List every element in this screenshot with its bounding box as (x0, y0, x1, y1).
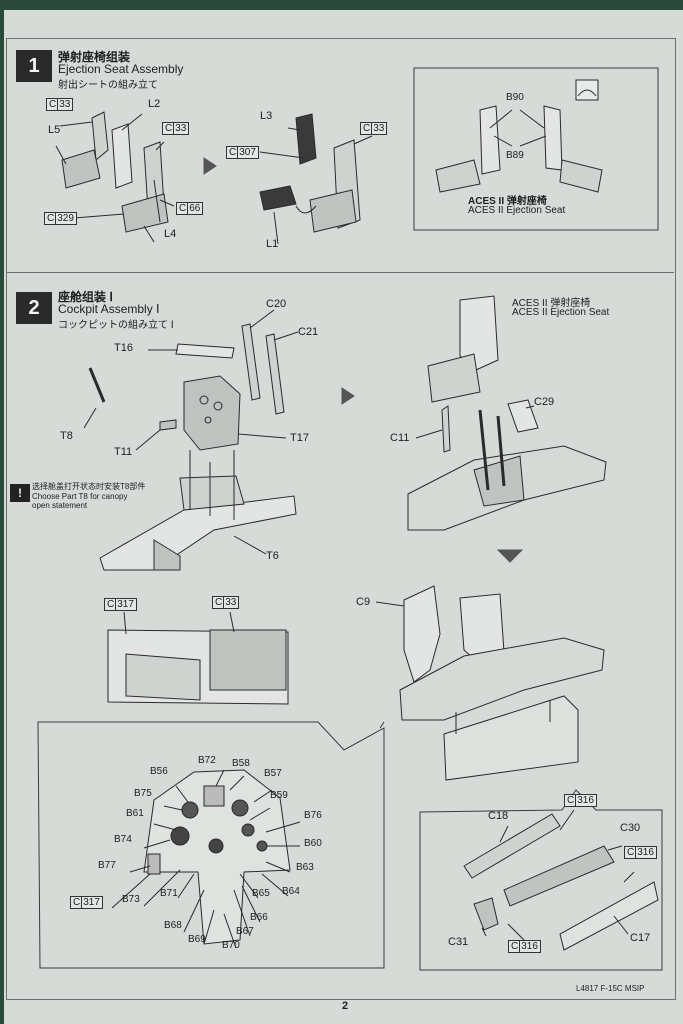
part-t8: T8 (60, 430, 73, 442)
note-icon: ! (10, 484, 30, 502)
part-c29: C29 (534, 396, 555, 408)
part-b73: B73 (122, 894, 140, 905)
part-l1: L1 (266, 238, 279, 250)
part-b90: B90 (506, 92, 524, 103)
part-b76: B76 (304, 810, 322, 821)
part-b70: B70 (222, 940, 240, 951)
part-b60: B60 (304, 838, 322, 849)
seat-caption-2-zh: ACES II 弹射座椅 (512, 298, 591, 309)
footer-code: L4817 F-15C MSIP (576, 984, 645, 993)
part-b71: B71 (160, 888, 178, 899)
part-b65: B65 (252, 888, 270, 899)
part-l2: L2 (148, 98, 161, 110)
seat-caption-en: ACES II Ejection Seat (468, 205, 566, 216)
step-2-title-en: Cockpit Assembly Ⅰ (58, 302, 160, 316)
note-en-2: open statement (32, 501, 88, 510)
part-b72: B72 (198, 755, 216, 766)
part-c18: C18 (488, 810, 509, 822)
step-1-title-jp: 射出シートの組み立て (58, 80, 158, 91)
note-en-1: Choose Part T8 for canopy (32, 492, 128, 501)
part-b61: B61 (126, 808, 144, 819)
part-b63: B63 (296, 862, 314, 873)
step-1-title-zh: 弹射座椅组装 (58, 50, 131, 64)
part-c11: C11 (390, 432, 410, 444)
part-t17: T17 (290, 432, 309, 444)
part-l5: L5 (48, 124, 61, 136)
seat-caption-zh: ACES II 弹射座椅 (468, 196, 547, 207)
part-l4: L4 (164, 228, 177, 240)
part-b67: B67 (236, 926, 254, 937)
step-1-drawing (55, 67, 659, 245)
part-b66: B66 (250, 912, 268, 923)
part-b89: B89 (506, 150, 524, 161)
step-divider (6, 272, 674, 273)
part-b69: B69 (188, 934, 206, 945)
seat-caption-2-en: ACES II Ejection Seat (512, 307, 610, 318)
part-t6: T6 (266, 550, 279, 562)
step-1-title-en: Ejection Seat Assembly (58, 62, 184, 76)
part-b68: B68 (164, 920, 182, 931)
part-b75: B75 (134, 788, 152, 799)
step-2-drawing (37, 295, 663, 971)
step-1-number: 1 (16, 50, 52, 82)
step-2-number: 2 (16, 292, 52, 324)
part-c30: C30 (620, 822, 641, 834)
part-c9: C9 (356, 596, 371, 608)
part-l3: L3 (260, 110, 273, 122)
part-c20: C20 (266, 298, 287, 310)
instruction-sheet: 1 弹射座椅组装 Ejection Seat Assembly 射出シートの組み… (4, 10, 683, 1024)
part-c17: C17 (630, 932, 651, 944)
step-2-title-jp: コックピットの組み立て Ⅰ (58, 320, 174, 331)
part-b56: B56 (150, 766, 168, 777)
part-t16: T16 (114, 342, 133, 354)
part-t11: T11 (114, 446, 133, 458)
part-b58: B58 (232, 758, 250, 769)
part-b64: B64 (282, 886, 300, 897)
page-frame (6, 38, 676, 1000)
step-2-title-zh: 座舱组装 Ⅰ (58, 290, 113, 304)
part-b74: B74 (114, 834, 132, 845)
note-zh: 选择舱盖打开状态时安装T8部件 (32, 482, 146, 491)
part-b59: B59 (270, 790, 288, 801)
part-b77: B77 (98, 860, 116, 871)
part-b57: B57 (264, 768, 282, 779)
part-c21: C21 (298, 326, 319, 338)
page-number: 2 (342, 1000, 349, 1012)
part-c31: C31 (448, 936, 469, 948)
